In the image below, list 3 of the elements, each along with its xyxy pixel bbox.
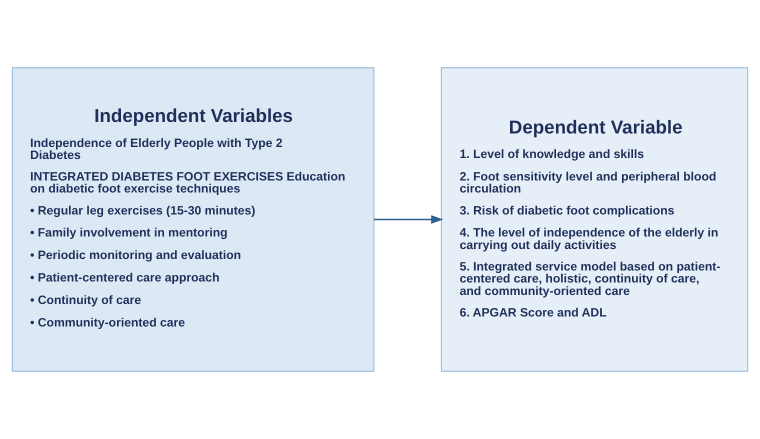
arrow bbox=[374, 215, 444, 224]
node-box: Dependent Variable 1. Level of knowledge and skills 2. Foot sensitivity level and peripheral blood circulation 3. Risk of diabetic foot complications 4. The level of independence of the elderly in carrying out daily activities 5. Integrated service model based on patient-centered care, holistic, continuity of care, and community-oriented care 6. APGAR Score and ADL bbox=[440, 67, 748, 372]
node-box: Independent Variables Independence of Elderly People with Type 2 Diabetes INTEGRATED DIABETES FOOT EXERCISES Education on diabetic foot exercise techniques • Regular leg exercises (15-30 minutes) • Family involvement in mentoring • Periodic monitoring and evaluation • Patient-centered care approach • Continuity of care • Community-oriented care bbox=[12, 67, 374, 372]
